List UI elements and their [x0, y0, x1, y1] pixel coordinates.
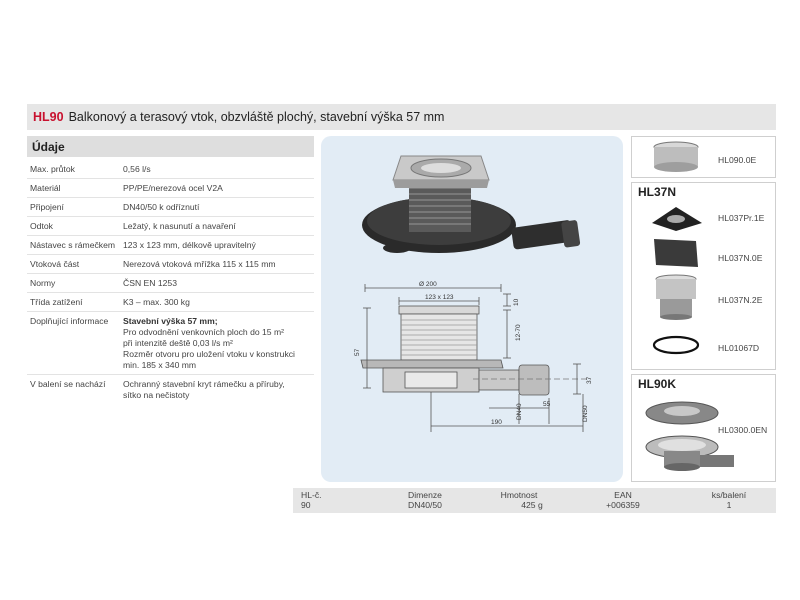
product-title: Balkonový a terasový vtok, obzvláště plo… [68, 110, 445, 124]
spec-value-bold: Stavební výška 57 mm; [123, 316, 218, 326]
spec-label: Odtok [30, 221, 53, 231]
table-header: Hmotnost [500, 490, 538, 500]
product-table: HL-č. 90 Dimenze DN40/50 Hmotnost 425 g … [293, 488, 776, 513]
spec-value-line: Rozměr otvoru pro uložení vtoku v konstr… [123, 349, 295, 359]
square-plate-icon [654, 239, 698, 267]
dim-10: 10 [513, 298, 520, 306]
table-cell: DN40/50 [408, 500, 442, 510]
spec-value-line: min. 185 x 340 mm [123, 360, 197, 370]
spec-row-standards: Normy ČSN EN 1253 [27, 274, 314, 293]
table-cell: +006359 [606, 500, 640, 510]
ring-adapter-icon [653, 141, 699, 172]
accessory-item[interactable]: HL0300.0EN [632, 395, 777, 481]
spec-label: Normy [30, 278, 56, 288]
spec-label: Připojení [30, 202, 64, 212]
spec-row-connection: Připojení DN40/50 k odříznutí [27, 198, 314, 217]
spec-row-package: V balení se nachází Ochranný stavební kr… [27, 375, 314, 404]
spec-value: ČSN EN 1253 [123, 278, 177, 288]
specs-table: Max. průtok 0,56 l/s Materiál PP/PE/nere… [27, 160, 314, 404]
spec-value: 123 x 123 mm, délkově upravitelný [123, 240, 256, 250]
specs-heading: Údaje [27, 136, 314, 157]
dim-dn50: DN50 [582, 405, 589, 422]
drain-body-icon [645, 401, 734, 471]
accessory-item[interactable]: HL037N.0E [632, 235, 777, 275]
table-cell: 425 g [521, 500, 543, 510]
product-drawing-panel: Ø 200 123 x 123 10 12-70 57 37 DN40 55 D… [321, 136, 623, 482]
spec-row-material: Materiál PP/PE/nerezová ocel V2A [27, 179, 314, 198]
dim-12-70: 12-70 [515, 324, 522, 341]
dim-37: 37 [586, 376, 593, 384]
table-col-weight: Hmotnost 425 g [479, 490, 559, 510]
product-illustration: Ø 200 123 x 123 10 12-70 57 37 DN40 55 D… [354, 155, 593, 432]
accessory-box-hl37n: HL37N HL037Pr.1E HL037N.0E HL037N.2E HL0… [631, 182, 776, 370]
dim-190: 190 [491, 419, 502, 426]
spec-value-line: Ochranný stavební kryt rámečku a příruby… [123, 379, 285, 389]
table-col-pieces: ks/balení 1 [689, 490, 769, 510]
spec-label: Vtoková část [30, 259, 80, 269]
table-col-hl: HL-č. 90 [301, 490, 361, 510]
extension-sleeve-icon [655, 274, 697, 320]
accessory-code: HL037N.2E [718, 295, 763, 305]
table-header: EAN [614, 490, 632, 500]
spec-value: Nerezová vtoková mřížka 115 x 115 mm [123, 259, 276, 269]
spec-row-load-class: Třída zatížení K3 – max. 300 kg [27, 293, 314, 312]
accessory-code: HL0300.0EN [718, 425, 768, 435]
product-code: HL90 [33, 110, 64, 124]
spec-label: Nástavec s rámečkem [30, 240, 116, 250]
spec-row-extension: Nástavec s rámečkem 123 x 123 mm, délkov… [27, 236, 314, 255]
accessory-box-top: HL090.0E [631, 136, 776, 178]
spec-value-line: Pro odvodnění venkovních ploch do 15 m² [123, 327, 284, 337]
o-ring-icon [652, 335, 700, 355]
table-cell: 90 [301, 500, 311, 510]
spec-value-line: při intenzitě deště 0,03 l/s m² [123, 338, 233, 348]
spec-value: Ochranný stavební kryt rámečku a příruby… [123, 379, 314, 401]
accessory-item[interactable]: HL037Pr.1E [632, 199, 777, 239]
table-header: HL-č. [301, 490, 322, 500]
dim-123: 123 x 123 [425, 294, 454, 301]
spec-label: Třída zatížení [30, 297, 83, 307]
accessory-box-hl90k: HL90K HL0300.0EN [631, 374, 776, 482]
table-col-ean: EAN +006359 [583, 490, 663, 510]
spec-row-outlet: Odtok Ležatý, k nasunutí a navaření [27, 217, 314, 236]
accessory-code: HL037N.0E [718, 253, 763, 263]
product-photo [362, 155, 581, 253]
technical-drawing [360, 284, 591, 432]
dim-57: 57 [354, 348, 361, 356]
spec-row-additional-info: Doplňující informace Stavební výška 57 m… [27, 312, 314, 375]
table-cell: 1 [726, 500, 732, 510]
table-header: Dimenze [408, 490, 442, 500]
dim-d200: Ø 200 [419, 281, 437, 288]
accessory-code: HL090.0E [718, 155, 757, 165]
spec-row-max-flow: Max. průtok 0,56 l/s [27, 160, 314, 179]
spec-label: Materiál [30, 183, 61, 193]
accessory-group-title: HL37N [638, 185, 677, 199]
accessory-item[interactable]: HL01067D [632, 331, 777, 371]
spec-label: Max. průtok [30, 164, 75, 174]
dim-dn40: DN40 [516, 403, 523, 420]
table-col-dimension: Dimenze DN40/50 [385, 490, 465, 510]
spec-value: Stavební výška 57 mm; Pro odvodnění venk… [123, 316, 314, 371]
spec-row-inlet: Vtoková část Nerezová vtoková mřížka 115… [27, 255, 314, 274]
spec-label: V balení se nachází [30, 379, 106, 389]
spec-value: K3 – max. 300 kg [123, 297, 190, 307]
table-header: ks/balení [711, 490, 747, 500]
spec-value: Ležatý, k nasunutí a navaření [123, 221, 236, 231]
flange-plate-icon [652, 207, 702, 231]
spec-value: 0,56 l/s [123, 164, 151, 174]
dim-55: 55 [543, 401, 551, 408]
spec-label: Doplňující informace [30, 316, 109, 326]
title-bar: HL90 Balkonový a terasový vtok, obzvlášt… [27, 104, 776, 130]
accessory-code: HL01067D [718, 343, 760, 353]
spec-value: DN40/50 k odříznutí [123, 202, 200, 212]
accessory-code: HL037Pr.1E [718, 213, 765, 223]
spec-value: PP/PE/nerezová ocel V2A [123, 183, 223, 193]
accessory-item[interactable]: HL090.0E [632, 139, 777, 179]
accessory-group-title: HL90K [638, 377, 677, 391]
accessory-item[interactable]: HL037N.2E [632, 273, 777, 325]
spec-value-line: sítko na nečistoty [123, 390, 190, 400]
